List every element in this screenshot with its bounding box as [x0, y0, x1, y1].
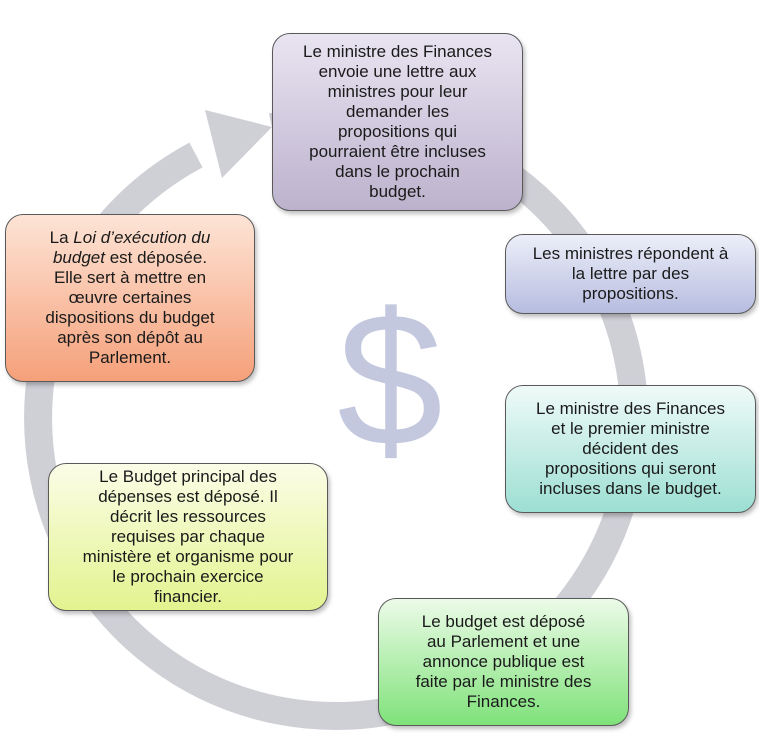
step-4-line-3: annonce publique est	[422, 652, 585, 671]
step-5-line-6: le prochain exercice	[112, 567, 264, 586]
step-1-line-4: demander les	[345, 102, 449, 121]
step-6-law-title-part-1: Loi d’exécution du	[73, 228, 211, 247]
step-6-prefix: La	[49, 228, 74, 247]
step-1-line-1: Le ministre des Finances	[303, 42, 492, 61]
dollar-symbol-icon: $	[337, 274, 443, 486]
cycle-arrowhead	[205, 110, 272, 178]
step-4-box: Le budget est déposé au Parlement et une…	[378, 598, 629, 726]
step-1-line-3: ministres pour leur	[327, 82, 468, 101]
step-3-line-5: incluses dans le budget.	[539, 479, 722, 498]
step-6-line-4: œuvre certaines	[68, 288, 192, 307]
step-3-box: Le ministre des Finances et le premier m…	[505, 385, 756, 513]
step-4-line-5: Finances.	[466, 692, 541, 711]
step-2-line-1: Les ministres répondent à	[532, 244, 729, 263]
step-6-line-2: budget est déposée.	[45, 248, 214, 268]
step-1-line-5: propositions qui	[337, 122, 458, 141]
step-4-line-1: Le budget est déposé	[421, 612, 586, 631]
step-3-line-3: décident des	[582, 439, 679, 458]
step-5-line-7: financier.	[153, 587, 223, 606]
step-5-box: Le Budget principal des dépenses est dép…	[48, 463, 328, 611]
step-6-line-7: Parlement.	[88, 348, 172, 367]
step-1-line-7: dans le prochain	[335, 162, 460, 181]
step-6-law-title-part-2: budget	[52, 248, 105, 267]
step-5-line-2: dépenses est déposé. Il	[98, 487, 278, 506]
step-1-line-2: envoie une lettre aux	[318, 62, 477, 81]
step-5-line-3: décrit les ressources	[110, 507, 266, 526]
step-6-box: La Loi d’exécution du budget est déposée…	[5, 214, 255, 382]
step-1-box: Le ministre des Finances envoie une lett…	[272, 33, 523, 211]
step-6-line-6: après son dépôt au	[57, 328, 203, 347]
step-3-line-4: propositions qui seront	[544, 459, 717, 478]
step-5-line-1: Le Budget principal des	[99, 467, 277, 486]
step-3-line-2: et le premier ministre	[551, 419, 710, 438]
step-6-line-5: dispositions du budget	[45, 308, 215, 327]
step-5-line-5: ministère et organisme pour	[82, 547, 294, 566]
step-2-box: Les ministres répondent à la lettre par …	[505, 234, 756, 314]
step-5-line-4: requises par chaque	[110, 527, 266, 546]
step-2-line-2: la lettre par des	[571, 264, 690, 283]
step-1-line-6: pourraient être incluses	[309, 142, 486, 161]
step-6-line-3: Elle sert à mettre en	[53, 268, 207, 287]
step-1-line-8: budget.	[369, 182, 426, 201]
step-3-line-1: Le ministre des Finances	[536, 399, 725, 418]
step-6-suffix: est déposée.	[109, 248, 208, 267]
step-6-line-1: La Loi d’exécution du	[45, 228, 214, 248]
step-2-line-3: propositions.	[582, 284, 679, 303]
step-4-line-4: faite par le ministre des	[415, 672, 592, 691]
step-4-line-2: au Parlement et une	[426, 632, 581, 651]
